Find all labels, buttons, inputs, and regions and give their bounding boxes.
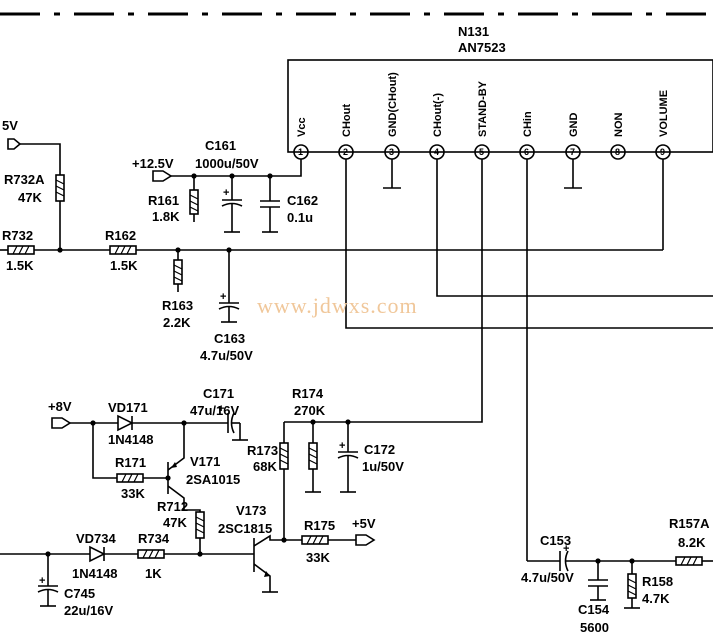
r732a-branch: 5V R732A 47K [2, 118, 65, 253]
svg-text:+: + [220, 291, 226, 303]
svg-text:3: 3 [389, 147, 394, 157]
r163-ref: R163 [162, 298, 193, 313]
c163-value: 4.7u/50V [200, 348, 253, 363]
c172-ref: C172 [364, 442, 395, 457]
svg-text:7: 7 [570, 147, 575, 157]
vd171-value: 1N4148 [108, 432, 154, 447]
c171-ref: C171 [203, 386, 234, 401]
ic-part: AN7523 [458, 40, 506, 55]
r163-value: 2.2K [163, 315, 191, 330]
r174-ref: R174 [292, 386, 324, 401]
svg-text:2: 2 [343, 147, 348, 157]
r732a-ref: R732A [4, 172, 45, 187]
pin-label-2: CHout [341, 104, 353, 137]
pin-label-4: CHout(-) [432, 93, 444, 137]
supply-5v-top-connector [7, 138, 22, 150]
chin-network: + C153 4.7u/50V C154 5600 R158 4.7K R157… [521, 516, 713, 635]
r157a-ref: R157A [669, 516, 710, 531]
r174-value: 270K [294, 403, 326, 418]
supply-8v-label: +8V [48, 399, 72, 414]
c171-value: 47u/16V [190, 403, 239, 418]
svg-text:+: + [563, 543, 569, 555]
standby-switch: +8V VD171 1N4148 + C171 47u/16V R171 33K… [48, 386, 248, 546]
c745-ref: C745 [64, 586, 95, 601]
v173-ref: V173 [236, 503, 266, 518]
v171-value: 2SA1015 [186, 472, 240, 487]
svg-text:+: + [218, 403, 224, 415]
pin-8: 8 [610, 144, 626, 160]
c172-value: 1u/50V [362, 459, 404, 474]
c153-value: 4.7u/50V [521, 570, 574, 585]
supply-12v-label: +12.5V [132, 156, 174, 171]
svg-text:+: + [39, 575, 45, 587]
watermark: www.jdwxs.com [257, 293, 418, 318]
vd171-ref: VD171 [108, 400, 148, 415]
supply-8v-connector [51, 417, 72, 429]
r171-ref: R171 [115, 455, 146, 470]
r162-value: 1.5K [110, 258, 138, 273]
supply-5v-top-label: 5V [2, 118, 18, 133]
r161-value: 1.8K [152, 209, 180, 224]
r732-value: 1.5K [6, 258, 34, 273]
r712-ref: R712 [157, 499, 188, 514]
r171-value: 33K [121, 486, 145, 501]
c161-ref: C161 [205, 138, 236, 153]
pin-label-3: GND(CHout) [387, 72, 399, 137]
supply-5v-bottom-connector [355, 534, 376, 546]
svg-text:5: 5 [479, 147, 484, 157]
r732a-value: 47K [18, 190, 42, 205]
r173-ref: R173 [247, 443, 278, 458]
pin-label-8: NON [613, 113, 625, 138]
r175-ref: R175 [304, 518, 335, 533]
pin-label-7: GND [568, 113, 580, 138]
c745-value: 22u/16V [64, 603, 113, 618]
svg-text:4: 4 [434, 147, 439, 157]
vcc-net: +12.5V R161 1.8K + C161 1000u/50V C162 0… [132, 138, 318, 233]
c163-ref: C163 [214, 331, 245, 346]
r732-ref: R732 [2, 228, 33, 243]
c153-ref: C153 [540, 533, 571, 548]
ground-pin-7 [564, 159, 582, 189]
c162-ref: C162 [287, 193, 318, 208]
c154-value: 5600 [580, 620, 609, 635]
r157a-value: 8.2K [678, 535, 706, 550]
r158-value: 4.7K [642, 591, 670, 606]
pin-label-9: VOLUME [658, 90, 670, 137]
pin-label-6: CHin [522, 111, 534, 137]
svg-text:8: 8 [615, 147, 620, 157]
ic-n131: N131 AN7523 Vcc CHout GND(CHout) CHout(-… [287, 24, 713, 160]
vd734-ref: VD734 [76, 531, 117, 546]
supply-5v-bottom-label: +5V [352, 516, 376, 531]
svg-text:6: 6 [524, 147, 529, 157]
volume-line: R732 1.5K R162 1.5K R163 2.2K + C163 4.7… [0, 159, 664, 363]
r161-ref: R161 [148, 193, 179, 208]
pin-label-1: Vcc [296, 117, 308, 137]
v173-value: 2SC1815 [218, 521, 272, 536]
c161-value: 1000u/50V [195, 156, 259, 171]
supply-12v-connector [152, 170, 173, 182]
pin-label-5: STAND-BY [477, 80, 489, 137]
vd734-value: 1N4148 [72, 566, 118, 581]
ground-pin-3 [383, 159, 401, 189]
svg-text:1: 1 [298, 147, 303, 157]
r175-value: 33K [306, 550, 330, 565]
c162-value: 0.1u [287, 210, 313, 225]
r734-value: 1K [145, 566, 162, 581]
r734-ref: R734 [138, 531, 170, 546]
ic-ref: N131 [458, 24, 489, 39]
v171-ref: V171 [190, 454, 220, 469]
output-lines [345, 159, 713, 561]
r162-ref: R162 [105, 228, 136, 243]
standby-net: R174 270K + C172 1u/50V R173 68K [247, 159, 483, 543]
v173-stage: V173 2SC1815 VD734 1N4148 R734 1K R175 3… [0, 503, 376, 618]
c154-ref: C154 [578, 602, 610, 617]
r173-value: 68K [253, 459, 277, 474]
svg-text:9: 9 [660, 147, 665, 157]
r158-ref: R158 [642, 574, 673, 589]
svg-text:+: + [223, 187, 229, 199]
svg-text:+: + [339, 440, 345, 452]
r712-value: 47K [163, 515, 187, 530]
